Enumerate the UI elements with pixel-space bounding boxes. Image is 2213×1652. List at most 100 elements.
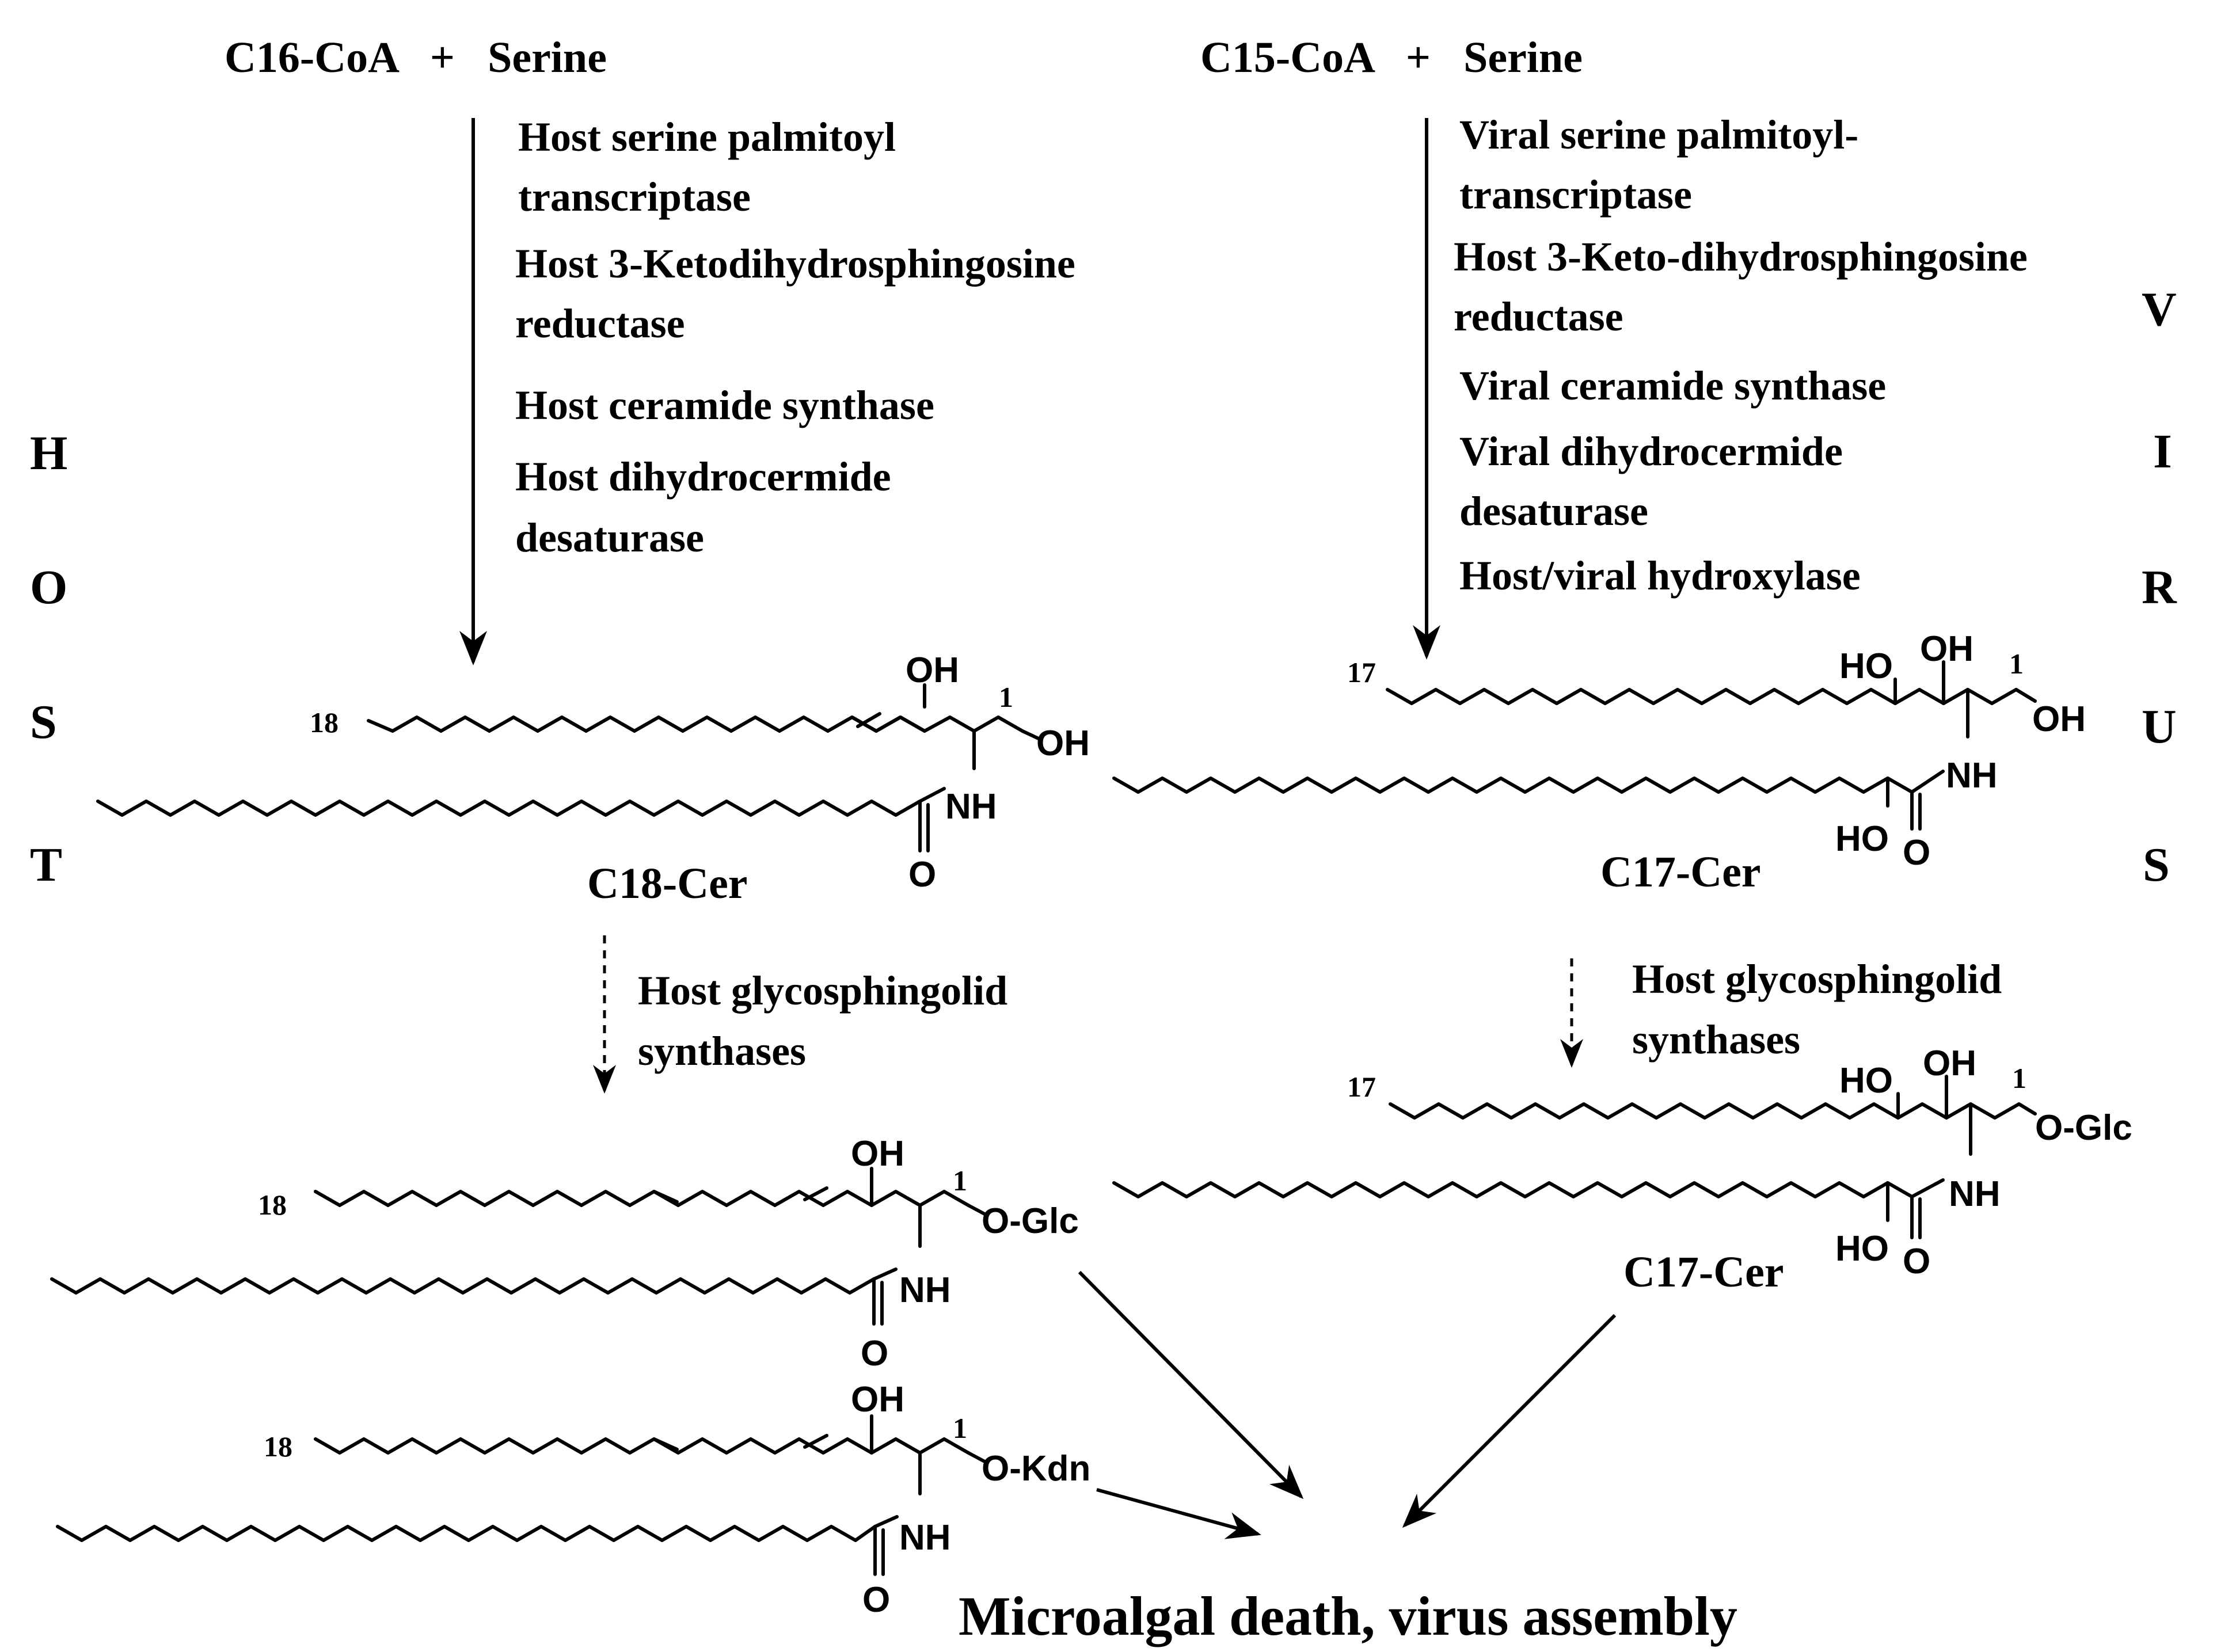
host-ceramide-label: C18-Cer — [587, 859, 748, 908]
virus-glyco-enzyme: synthases — [1632, 1017, 1800, 1063]
acyl-chain — [56, 1525, 877, 1542]
virus-ceramide-label: C17-Cer — [1600, 848, 1761, 896]
host-enzyme-list: Host serine palmitoyl transcriptase Host… — [515, 114, 1075, 561]
c1-number: 1 — [953, 1412, 967, 1444]
virus-glucosylceramide-structure: 17 1 HO OH O-Glc NH HO O — [1112, 1044, 2132, 1281]
outcome-label: Microalgal death, virus assembly — [959, 1585, 1737, 1647]
sphingoid-chain — [1389, 1102, 2021, 1120]
host-enzyme-line: transcriptase — [518, 174, 751, 220]
host-enzyme-line: Host ceramide synthase — [515, 382, 934, 428]
virus-substrate: C15-CoA + Serine — [1200, 33, 1583, 82]
double-bond-2 — [803, 1186, 828, 1201]
host-kdn-ceramide-structure: 18 1 OH O-Kdn NH O — [56, 1380, 1090, 1620]
virus-enzyme-line: Viral dihydrocermide — [1459, 428, 1843, 474]
host-enzyme-line: Host dihydrocermide — [515, 454, 891, 500]
virus-enzyme-line: Host 3-Keto-dihydrosphingosine — [1454, 234, 2028, 280]
host-side-letter-o: O — [30, 561, 67, 614]
amide-bond — [873, 1515, 899, 1528]
virus-enzyme-list: Viral serine palmitoyl- transcriptase Ho… — [1454, 112, 2028, 599]
virus-glyco-label: C17-Cer — [1623, 1248, 1784, 1296]
amide-bond — [1910, 770, 1945, 794]
double-bond-1 — [652, 1190, 679, 1204]
sphingoid-chain — [1386, 688, 2018, 705]
carbonyl-o-label: O — [908, 855, 936, 894]
virus-side-letter-s: S — [2143, 838, 2170, 892]
carbonyl-o-label: O — [1903, 1242, 1930, 1281]
host-enzyme-line: Host 3-Ketodihydrosphingosine — [515, 241, 1075, 287]
o-kdn-bond — [967, 1451, 987, 1464]
virus-enzyme-line: Host/viral hydroxylase — [1459, 553, 1861, 599]
nh-label: NH — [1949, 1174, 2001, 1214]
chain-number: 18 — [310, 706, 339, 739]
virus-enzyme-line: Viral ceramide synthase — [1459, 363, 1886, 409]
host-kdn-to-outcome-arrow — [1096, 1488, 1261, 1539]
acyl-chain — [96, 800, 922, 817]
host-glucosylceramide-structure: 18 1 OH O-Glc NH O — [50, 1134, 1079, 1373]
carbonyl-o-label: O — [861, 1334, 888, 1373]
c1-number: 1 — [999, 681, 1013, 713]
amide-bond — [872, 1267, 898, 1281]
o-glc-label: O-Glc — [2035, 1108, 2132, 1148]
amide-bond — [1910, 1178, 1945, 1198]
virus-ceramide-structure: 17 1 HO OH OH NH HO O — [1112, 629, 2086, 873]
chain-number: 18 — [264, 1430, 292, 1463]
c1-number: 1 — [2009, 648, 2024, 680]
virus-side-letter-u: U — [2142, 700, 2177, 753]
oh-terminal-label: OH — [2032, 699, 2086, 739]
nh-label: NH — [899, 1518, 951, 1558]
sphingoid-chain — [314, 1190, 970, 1207]
sphingoid-chain — [314, 1437, 970, 1455]
ho-acyl-label: HO — [1835, 819, 1889, 859]
chain-number: 17 — [1347, 1071, 1376, 1103]
o-glc-bond — [967, 1204, 987, 1216]
host-ceramide-structure: 18 1 OH OH NH O — [96, 650, 1090, 894]
nh-label: NH — [945, 787, 997, 827]
host-substrate: C16-CoA + Serine — [225, 33, 607, 82]
virus-enzyme-line: desaturase — [1459, 488, 1648, 534]
ho-label: HO — [1839, 646, 1893, 686]
oh-terminal-bond — [1021, 729, 1043, 741]
virus-glyco-enzyme: Host glycosphingolid — [1632, 956, 2002, 1002]
sphingoid-head — [850, 715, 1024, 733]
virus-side-letter-i: I — [2153, 425, 2172, 478]
c1-number: 1 — [953, 1164, 967, 1197]
nh-label: NH — [1946, 756, 1998, 795]
acyl-chain — [1112, 776, 1914, 794]
double-bond-2 — [803, 1434, 828, 1449]
host-enzyme-line: reductase — [515, 300, 685, 347]
host-side-letter-h: H — [30, 427, 67, 480]
virus-enzyme-line: Viral serine palmitoyl- — [1459, 112, 1858, 158]
host-glc-to-outcome-arrow — [1078, 1270, 1304, 1499]
virus-side-letter-r: R — [2142, 561, 2177, 614]
ho-acyl-label: HO — [1835, 1229, 1889, 1269]
host-enzyme-line: Host serine palmitoyl — [518, 114, 896, 160]
acyl-chain — [50, 1277, 876, 1295]
oh-terminal-bond — [2014, 688, 2037, 703]
oh-label: OH — [1923, 1044, 1976, 1083]
host-glyco-enzyme: Host glycosphingolid — [638, 968, 1007, 1014]
oh-label: OH — [1920, 629, 1974, 669]
virus-glc-to-outcome-arrow — [1402, 1314, 1617, 1528]
trans-double-bond — [856, 712, 881, 728]
virus-enzyme-line: transcriptase — [1459, 172, 1692, 218]
oh-label: OH — [851, 1134, 904, 1174]
c1-number: 1 — [2012, 1062, 2026, 1094]
o-glc-label: O-Glc — [982, 1201, 1079, 1241]
carbonyl-o-label: O — [862, 1580, 890, 1620]
chain-number: 17 — [1347, 656, 1376, 688]
o-kdn-label: O-Kdn — [982, 1449, 1090, 1489]
oh-label: OH — [906, 650, 959, 690]
oh-label: OH — [851, 1380, 904, 1419]
ho-label: HO — [1839, 1061, 1893, 1101]
chain-number: 18 — [258, 1189, 287, 1221]
virus-side-letter-v: V — [2142, 283, 2177, 336]
nh-label: NH — [899, 1270, 951, 1310]
acyl-chain — [1112, 1181, 1914, 1198]
amide-bond — [918, 787, 946, 803]
carbonyl-o-label: O — [1903, 833, 1930, 873]
host-side-letter-t: T — [30, 838, 62, 892]
double-bond-1 — [652, 1437, 679, 1451]
o-glc-bond — [2017, 1102, 2037, 1116]
host-glyco-enzyme: synthases — [638, 1028, 806, 1074]
